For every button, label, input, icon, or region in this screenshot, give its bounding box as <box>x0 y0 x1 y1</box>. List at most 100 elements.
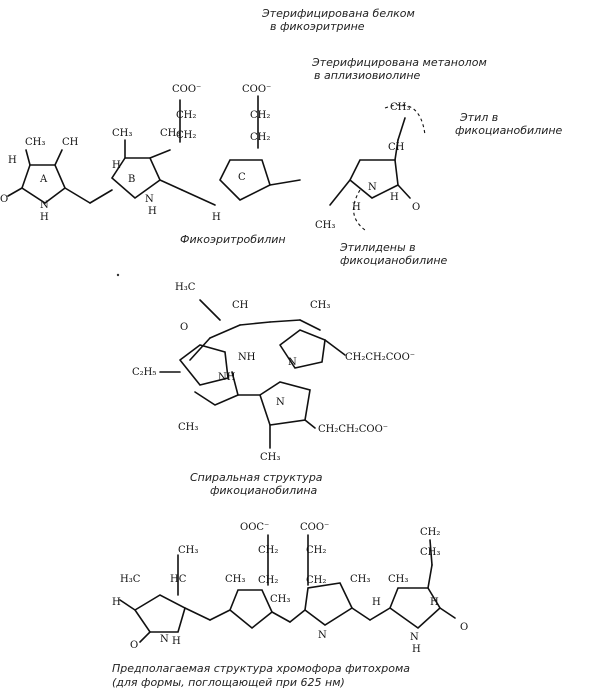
bridge-c-d <box>269 179 301 186</box>
atom-sp-n-2: N <box>276 397 285 408</box>
spiral-bond-3 <box>239 321 271 326</box>
spiral-bond-1 <box>189 337 211 361</box>
spiral-ring-left <box>179 344 229 386</box>
bottom-ring-4-vinyl <box>429 539 433 566</box>
ring-a-carbonyl <box>7 187 23 197</box>
bottom-ring-4-sidechain <box>427 564 433 589</box>
ring-a-methyl-bond <box>25 149 31 166</box>
ring-a-ch-bond <box>54 149 63 166</box>
atom-bt-ch2-2: CH₂ <box>306 545 326 556</box>
atom-sp-h3c: H₃C <box>175 282 196 293</box>
bottom-ring-3 <box>304 582 354 626</box>
caption-ethylidene-2: фикоцианобилине <box>340 254 448 267</box>
bottom-structure-atoms: OOC⁻ COO⁻ CH₂ CH₂ CH₂ CH₂ CH₃ HC H₃C CH₃… <box>112 522 468 655</box>
bottom-bridge-2b <box>289 609 306 623</box>
atom-ch2-3: CH₂ <box>250 110 270 121</box>
atom-o-a: O <box>0 194 8 205</box>
spiral-h3c-bond <box>199 299 221 321</box>
atom-ring-h: H <box>352 202 361 213</box>
atom-bt-h-n1: H <box>172 636 181 647</box>
atom-n-a: N <box>40 200 49 211</box>
bottom-bridge-1b <box>209 609 231 621</box>
atom-bt-ch3-2: CH₃ <box>225 574 245 585</box>
atom-ch-d: CH <box>388 142 405 153</box>
atom-bt-h-1: H <box>112 597 121 608</box>
caption-ester-methanol-2: в аплизиовиолине <box>314 69 421 82</box>
atom-ch3-2: CH₃ <box>112 128 132 139</box>
bottom-ring-4-o <box>439 607 456 619</box>
atom-h-a: H <box>8 155 17 166</box>
atom-ring-b: B <box>128 174 135 185</box>
atom-sp-chain-2: CH₂CH₂COO⁻ <box>318 424 388 435</box>
spiral-ring-bottom <box>259 381 311 426</box>
ring-a-bonds <box>21 164 66 204</box>
caption-ester-methanol-1: Этерифицирована метанолом <box>311 56 487 69</box>
atom-o-d: O <box>412 202 420 213</box>
bottom-ring-1-h <box>119 599 136 611</box>
bottom-captions: Предполагаемая структура хромофора фитох… <box>112 662 410 689</box>
atom-sp-o: O <box>180 322 188 333</box>
atom-bt-ch2-1: CH₂ <box>258 545 278 556</box>
bottom-ring-2 <box>229 589 273 630</box>
atom-h-b: H <box>112 160 121 171</box>
bottom-ring-4 <box>389 587 442 630</box>
spiral-bond-4 <box>269 319 301 323</box>
atom-ch2-2: CH₂ <box>176 130 196 141</box>
caption-phytochrome-1: Предполагаемая структура хромофора фитох… <box>112 662 410 675</box>
top-structure-bonds <box>7 95 426 231</box>
spiral-structure-bonds <box>159 299 346 449</box>
caption-spiral-2: фикоцианобилина <box>210 484 318 497</box>
atom-bt-o-2: O <box>460 622 468 633</box>
atom-ch2-4: CH₂ <box>250 132 270 143</box>
ring-b-sidechain <box>149 149 171 159</box>
caption-ethylidene-1: Этилидены в <box>339 241 416 254</box>
bridge-a-b <box>64 187 91 204</box>
atom-bt-ch3-1: CH₃ <box>178 545 198 556</box>
ring-d-ch <box>394 139 399 161</box>
atom-bt-ch3-3: CH₃ <box>350 574 370 585</box>
ring-d-bonds <box>348 159 399 199</box>
atom-bt-h3c: H₃C <box>120 574 141 585</box>
spiral-right-chain <box>324 339 346 356</box>
atom-bt-n-3: N <box>410 632 419 643</box>
ring-c-bonds <box>219 159 271 201</box>
atom-bt-ch2-right: CH₂ <box>420 527 440 538</box>
spiral-ring-left-2 <box>194 371 239 406</box>
bottom-bridge-2 <box>271 611 291 623</box>
atom-ch3-4: CH₃ <box>390 102 410 113</box>
spiral-bond-5 <box>299 319 321 331</box>
atom-n-d: N <box>368 182 377 193</box>
atom-bt-h-n2: H <box>412 644 421 655</box>
bottom-bridge-3 <box>351 607 371 621</box>
spiral-bond-2 <box>209 324 241 339</box>
atom-ring-c: C <box>238 172 246 183</box>
bottom-bridge-1 <box>184 607 211 621</box>
atom-ch2-1: CH₂ <box>176 110 196 121</box>
atom-sp-nh-2: NH <box>218 372 236 383</box>
atom-sp-ch3-bottom: CH₃ <box>260 452 280 463</box>
caption-ethyl-2: фикоцианобилине <box>455 124 563 137</box>
atom-sp-ch3-low: CH₃ <box>178 422 198 433</box>
atom-sp-ch: CH <box>232 300 249 311</box>
atom-ch3-1: CH₃ <box>25 137 45 148</box>
atom-coo-2: COO⁻ <box>242 84 271 95</box>
atom-h-c: H <box>212 212 221 223</box>
ring-d-carbonyl <box>397 184 411 199</box>
spiral-structure-atoms: H₃C CH CH₃ O NH NH N N C₂H₅ CH₂CH₂COO⁻ C… <box>132 282 415 463</box>
ring-d-ethylidene <box>329 179 351 206</box>
atom-h-na: H <box>40 212 49 223</box>
atom-ring-a: A <box>39 174 48 185</box>
atom-sp-n-1: N <box>288 357 297 368</box>
top-captions: Этерифицирована белком в фикоэритрине Эт… <box>180 7 563 267</box>
top-structure-atoms: CH₃ CH H A O N H CH₃ CH₃ B H N H COO⁻ CH… <box>0 84 420 231</box>
atom-bt-h-3: H <box>430 597 439 608</box>
bottom-ring-1 <box>134 594 186 633</box>
bottom-bridge-3b <box>369 607 391 621</box>
atom-bt-ch3-right: CH₃ <box>420 547 440 558</box>
spiral-ring-right <box>279 329 326 369</box>
bottom-ring-1-o <box>139 631 151 643</box>
atom-bt-ooc-1: OOC⁻ <box>240 522 269 533</box>
atom-bt-n-1: N <box>160 634 169 645</box>
stray-dot <box>116 273 120 277</box>
